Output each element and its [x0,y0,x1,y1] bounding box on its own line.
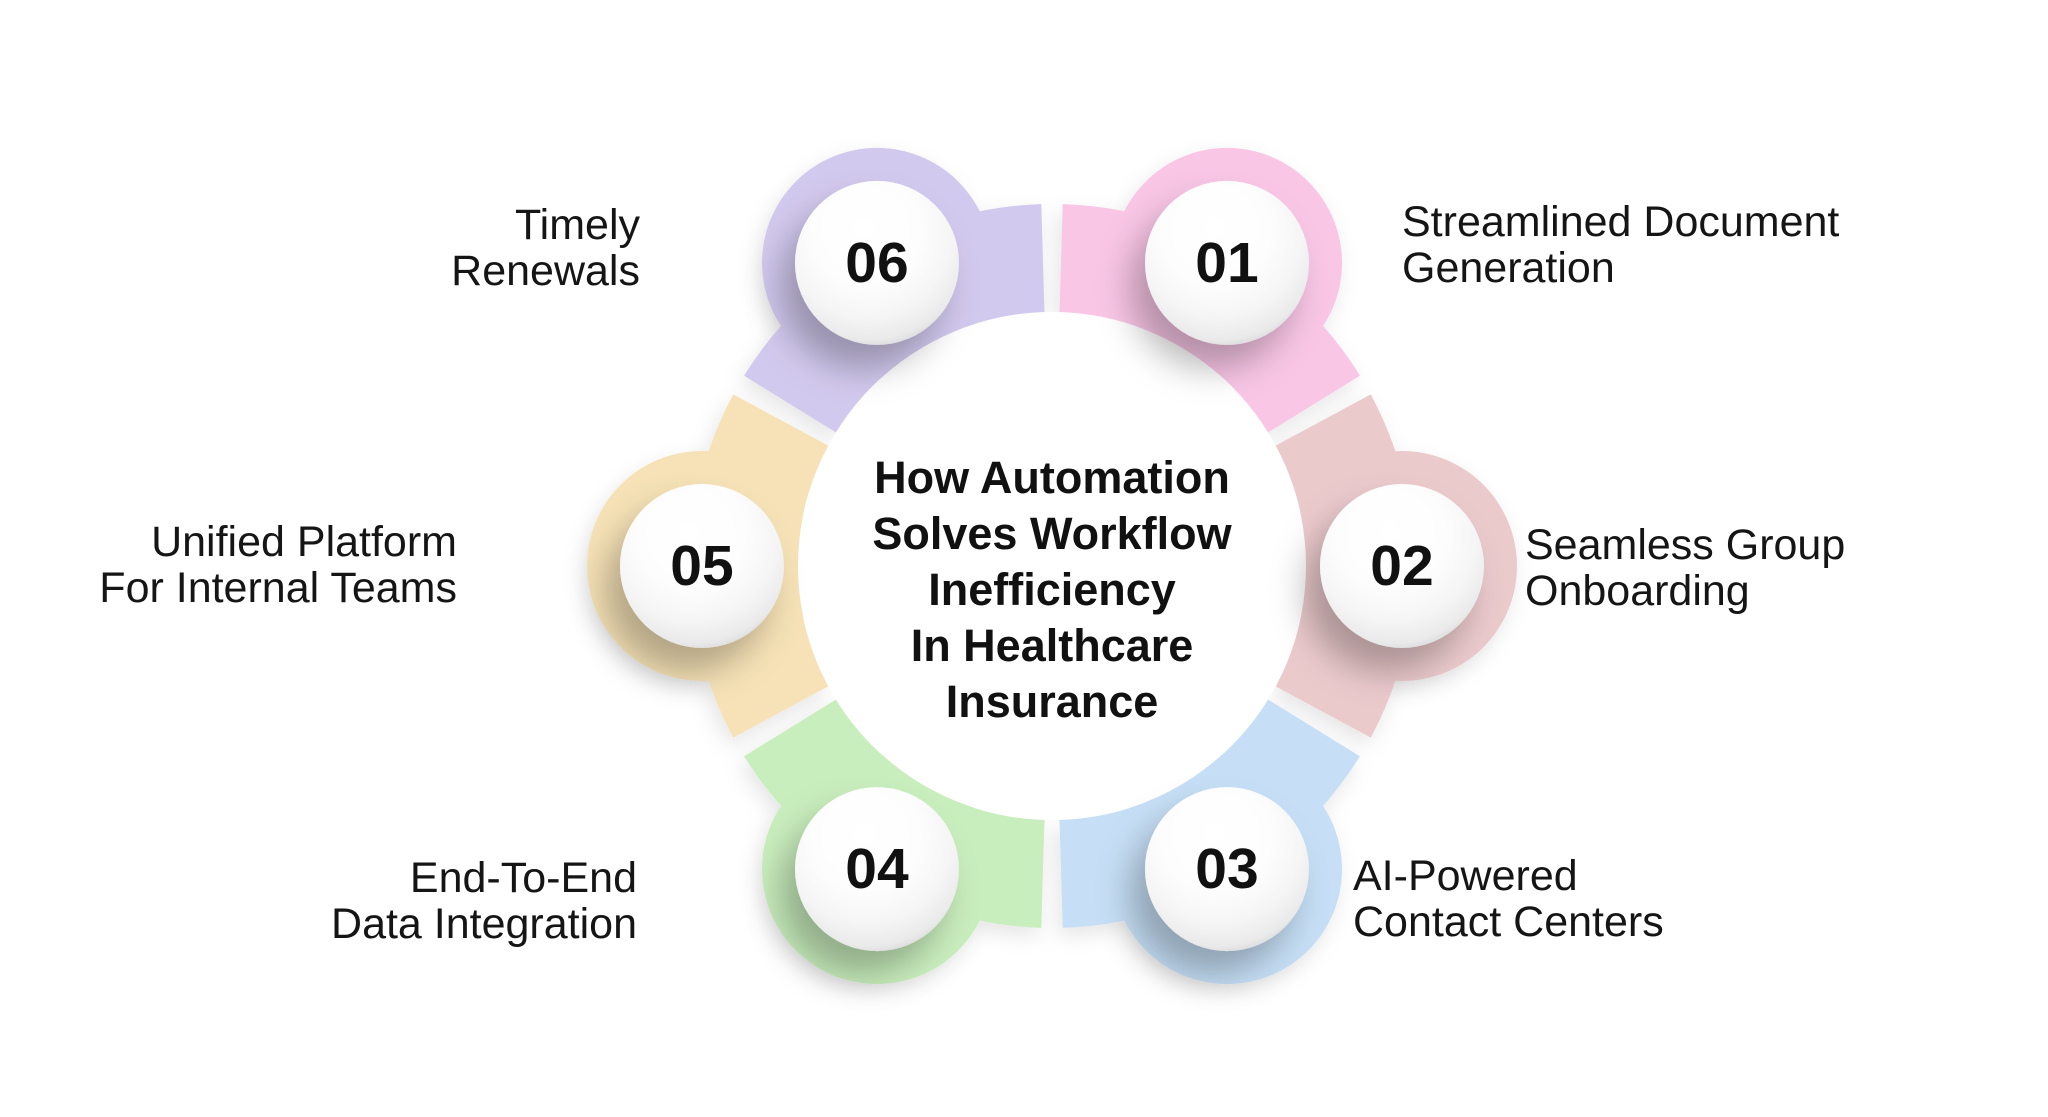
item-label-line: Unified Platform [151,518,457,566]
item-label-line: Contact Centers [1353,898,1664,946]
node-sphere-01 [1145,180,1309,345]
item-label-line: For Internal Teams [99,564,457,612]
item-label-line: Data Integration [331,900,637,948]
title-line: Insurance [945,676,1159,727]
item-label-line: Streamlined Document [1402,198,1840,246]
item-label-03: AI-Powered Contact Centers [1353,853,1664,945]
node-sphere-06 [795,180,959,345]
node-number-04: 04 [845,837,909,901]
center-circle [798,312,1306,820]
node-numbers: 01 02 03 04 05 06 [670,231,1433,901]
node-number-05: 05 [670,534,733,598]
item-label-06: Timely Renewals [451,202,640,294]
item-label-line: AI-Powered [1353,852,1578,900]
title-line: How Automation [874,452,1230,503]
item-label-05: Unified Platform For Internal Teams [99,519,457,611]
item-label-line: End-To-End [409,854,637,902]
item-label-line: Timely [514,201,640,249]
node-sphere-03 [1145,787,1309,952]
item-label-04: End-To-End Data Integration [331,855,637,947]
item-label-line: Onboarding [1525,567,1750,615]
item-label-line: Generation [1402,244,1615,292]
node-spheres [620,180,1484,952]
node-sphere-02 [1320,484,1484,648]
item-label-line: Renewals [451,247,640,295]
node-sphere-04 [795,787,959,952]
title-line: Solves Workflow [872,508,1232,559]
title-line: Inefficiency [928,564,1176,615]
item-label-line: Seamless Group [1525,521,1846,569]
title-line: In Healthcare [910,620,1194,671]
node-number-03: 03 [1195,837,1258,901]
node-sphere-05 [620,484,784,648]
node-number-01: 01 [1195,231,1258,295]
node-number-02: 02 [1370,534,1433,598]
diagram-title: How Automation Solves Workflow Inefficie… [652,450,1452,730]
item-label-02: Seamless Group Onboarding [1525,522,1845,614]
item-label-01: Streamlined Document Generation [1402,199,1839,291]
node-number-06: 06 [845,231,908,295]
